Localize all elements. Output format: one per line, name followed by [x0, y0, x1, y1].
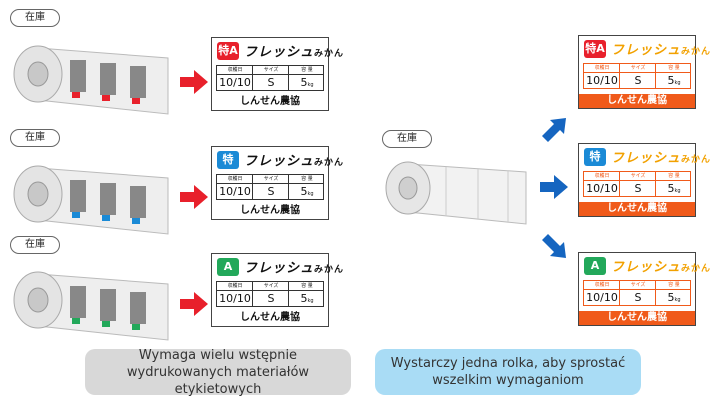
preprinted-roll-blue — [13, 165, 169, 235]
grade-badge: 特A — [217, 42, 239, 60]
brand-name: フレッシュみかん — [244, 45, 345, 60]
arrow-right-icon — [180, 70, 208, 94]
label-info-grid: 収穫日 サイズ 容 量 10/10 S 5kg — [216, 174, 324, 200]
label-info-grid: 収穫日 サイズ 容 量 10/10 S 5kg — [216, 281, 324, 307]
blank-label-roll — [385, 161, 527, 225]
preprinted-roll-green — [13, 271, 169, 341]
label-info-grid: 収穫日 サイズ 容 量 10/10 S 5kg — [216, 65, 324, 91]
color-label-toku: 特 フレッシュみかん 収穫日 サイズ 容 量 10/10 S 5kg しんせん農… — [578, 143, 710, 217]
coop-name: しんせん農協 — [240, 205, 300, 216]
arrow-right-icon — [540, 175, 568, 199]
color-label-a: A フレッシュみかん 収穫日 サイズ 容 量 10/10 S 5kg しんせん農… — [578, 252, 710, 326]
color-label-toku-a: 特A フレッシュみかん 収穫日 サイズ 容 量 10/10 S 5kg しんせん… — [578, 35, 710, 109]
arrow-right-icon — [180, 292, 208, 316]
brand-name: フレッシュみかん — [611, 43, 712, 58]
label-info-grid: 収穫日 サイズ 容 量 10/10 S 5kg — [583, 280, 691, 306]
brand-name: フレッシュみかん — [244, 261, 345, 276]
coop-name: しんせん農協 — [240, 96, 300, 107]
arrow-right-icon — [180, 185, 208, 209]
left-caption: Wymaga wielu wstępnie wydrukowanych mate… — [85, 348, 351, 397]
arrow-down-right-icon — [542, 234, 566, 258]
product-label-toku: 特 フレッシュみかん 収穫日 サイズ 容 量 10/10 S 5kg しんせん農… — [211, 146, 343, 220]
brand-name: フレッシュみかん — [244, 154, 345, 169]
coop-name: しんせん農協 — [579, 311, 695, 325]
coop-name: しんせん農協 — [579, 202, 695, 216]
right-caption: Wystarczy jedna rolka, aby sprostać wsze… — [375, 349, 641, 395]
arrow-up-right-icon — [542, 118, 566, 142]
brand-name: フレッシュみかん — [611, 151, 712, 166]
stock-tag: 在庫 — [10, 129, 60, 147]
stock-tag: 在庫 — [10, 236, 60, 254]
product-label-a: A フレッシュみかん 収穫日 サイズ 容 量 10/10 S 5kg しんせん農… — [211, 253, 343, 327]
preprinted-roll-red — [13, 45, 169, 115]
label-info-grid: 収穫日 サイズ 容 量 10/10 S 5kg — [583, 171, 691, 197]
coop-name: しんせん農協 — [240, 312, 300, 323]
stock-tag: 在庫 — [382, 130, 432, 148]
grade-badge: A — [584, 257, 606, 275]
grade-badge: 特A — [584, 40, 606, 58]
coop-name: しんせん農協 — [579, 94, 695, 108]
grade-badge: A — [217, 258, 239, 276]
grade-badge: 特 — [217, 151, 239, 169]
product-label-toku-a: 特A フレッシュみかん 収穫日 サイズ 容 量 10/10 S 5kg しんせん… — [211, 37, 343, 111]
grade-badge: 特 — [584, 148, 606, 166]
label-info-grid: 収穫日 サイズ 容 量 10/10 S 5kg — [583, 63, 691, 89]
brand-name: フレッシュみかん — [611, 260, 712, 275]
stock-tag: 在庫 — [10, 9, 60, 27]
